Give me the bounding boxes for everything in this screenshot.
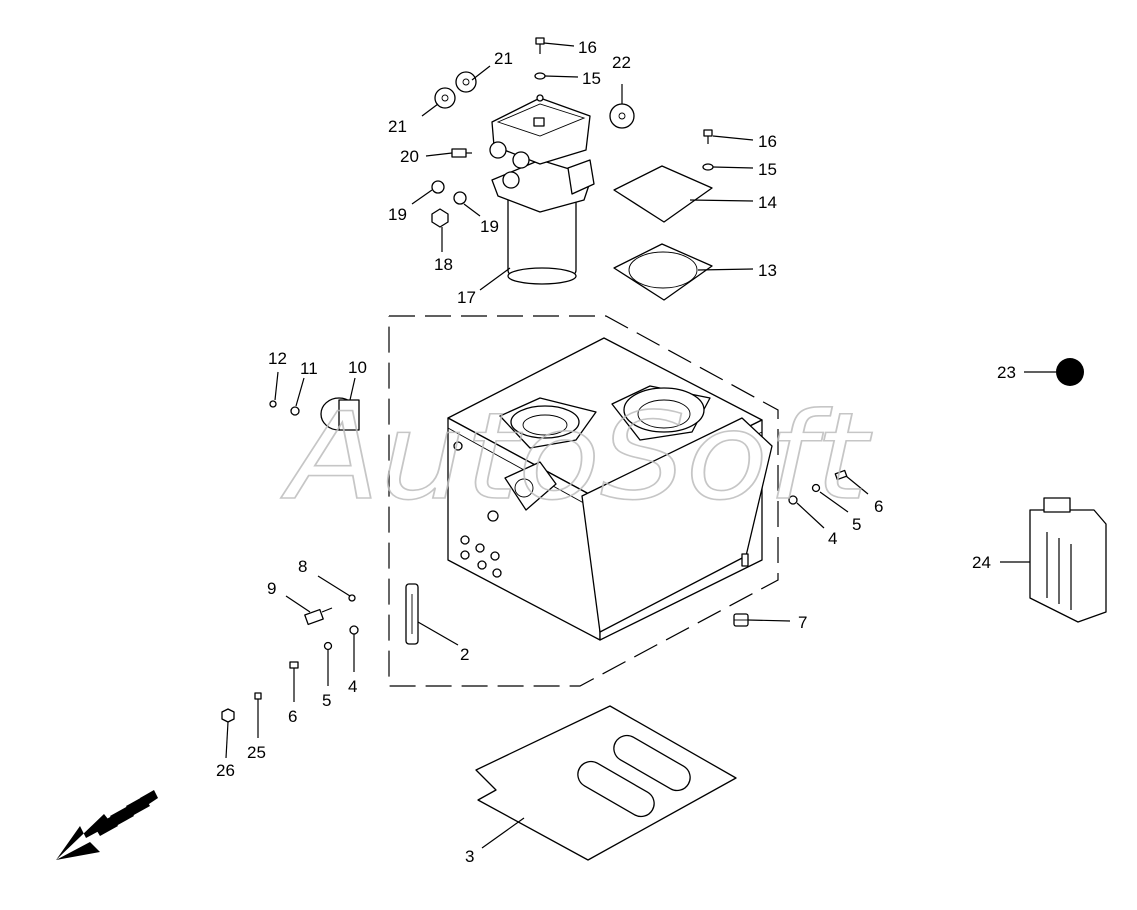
tank-port-left (499, 397, 597, 449)
washer-15-top (534, 72, 546, 80)
callout-2: 2 (460, 645, 469, 664)
washer-5-right (811, 483, 821, 493)
callout-11: 11 (300, 359, 318, 378)
callout-26: 26 (216, 761, 235, 780)
bottom-plate-3 (475, 705, 737, 861)
callout-14: 14 (758, 193, 777, 212)
callout-5: 5 (322, 691, 331, 710)
tank-side-bracket (504, 461, 557, 511)
screw-25 (254, 692, 262, 700)
sight-gauge-2 (405, 583, 419, 645)
callout-23: 23 (997, 363, 1016, 382)
tank-fittings (453, 441, 502, 578)
callout-4: 4 (828, 529, 837, 548)
dot-23 (1056, 358, 1084, 386)
bolt-16-top (535, 37, 545, 54)
leader-lines (225, 42, 1056, 849)
washer-11 (290, 406, 300, 416)
callout-19: 19 (480, 217, 499, 236)
washer-4-right (788, 495, 798, 505)
callout-10: 10 (348, 358, 367, 377)
callout-21: 21 (494, 49, 513, 68)
return-filter (489, 94, 595, 285)
oring-8 (348, 594, 356, 602)
callout-3: 3 (465, 847, 474, 866)
callout-24: 24 (972, 553, 991, 572)
bolt-6-right (834, 469, 848, 481)
callout-12: 12 (268, 349, 287, 368)
callout-16: 16 (578, 38, 597, 57)
callout-7: 7 (798, 613, 807, 632)
callout-4: 4 (348, 677, 357, 696)
callout-16: 16 (758, 132, 777, 151)
washer-4-left (349, 625, 359, 635)
bolt-12 (269, 400, 277, 408)
callout-9: 9 (267, 579, 276, 598)
nut-18 (431, 208, 449, 228)
seal-19-a (431, 180, 445, 194)
callout-25: 25 (247, 743, 266, 762)
sensor-9 (304, 607, 333, 626)
callout-15: 15 (758, 160, 777, 179)
callout-22: 22 (612, 53, 631, 72)
drain-plug-7 (733, 613, 749, 627)
bolt-16-right (703, 129, 713, 144)
tank-assembly-outline (388, 315, 779, 687)
canister-24 (1029, 497, 1107, 623)
watermark-text: AutoSoft (280, 388, 872, 527)
sensor-20 (451, 148, 472, 158)
washer-5-left (323, 641, 333, 651)
breather-10 (320, 397, 360, 431)
gasket-13 (613, 243, 713, 301)
callout-15: 15 (582, 69, 601, 88)
nut-26 (221, 708, 235, 723)
callout-5: 5 (852, 515, 861, 534)
seal-19-b (453, 191, 467, 205)
callout-6: 6 (874, 497, 883, 516)
cover-plate-14 (613, 165, 713, 223)
callout-19: 19 (388, 205, 407, 224)
callout-13: 13 (758, 261, 777, 280)
direction-arrow-icon (56, 790, 158, 860)
callout-17: 17 (457, 288, 476, 307)
callout-labels: 16 15 21 21 22 20 16 15 14 13 19 19 18 1… (216, 38, 1016, 866)
callout-6: 6 (288, 707, 297, 726)
callout-18: 18 (434, 255, 453, 274)
plug-21-a (434, 87, 456, 109)
callout-21: 21 (388, 117, 407, 136)
callout-20: 20 (400, 147, 419, 166)
plug-22 (609, 103, 635, 129)
hydraulic-tank (447, 337, 773, 641)
washer-15-right (702, 163, 714, 171)
plug-21-b (455, 71, 477, 93)
callout-8: 8 (298, 557, 307, 576)
bolt-6-left (289, 661, 299, 669)
tank-port-right (611, 385, 711, 441)
